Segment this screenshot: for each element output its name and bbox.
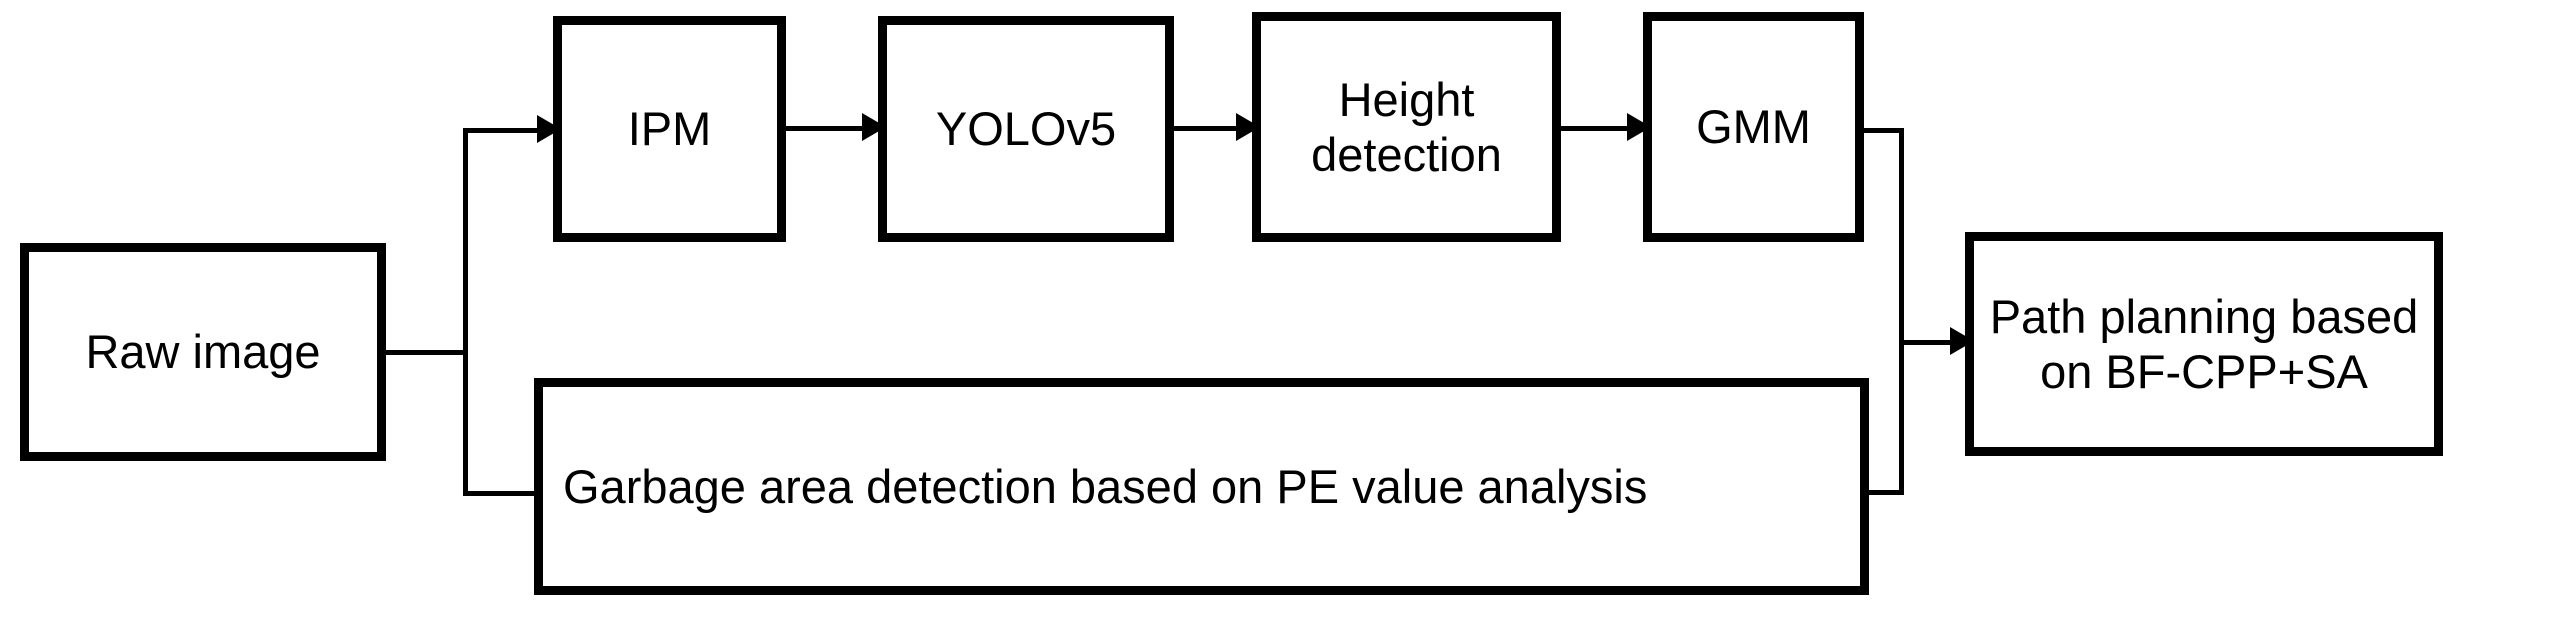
node-gmm-label: GMM	[1696, 100, 1811, 154]
edge-raw-image-to-garbage-area	[463, 491, 561, 496]
node-path-planning-label: Path planning based on BF-CPP+SA	[1989, 289, 2419, 398]
node-garbage-area-detection-label: Garbage area detection based on PE value…	[563, 459, 1648, 513]
node-ipm-label: IPM	[627, 102, 712, 156]
node-garbage-area-detection[interactable]: Garbage area detection based on PE value…	[534, 378, 1869, 595]
edge-ipm-to-yolov5	[786, 126, 896, 131]
node-path-planning[interactable]: Path planning based on BF-CPP+SA	[1965, 232, 2443, 456]
edge-gmm-output	[1864, 128, 1904, 133]
edge-raw-image-to-ipm	[463, 128, 561, 133]
edge-garbage-area-output	[1869, 490, 1904, 495]
node-yolov5[interactable]: YOLOv5	[878, 16, 1174, 242]
node-raw-image[interactable]: Raw image	[20, 243, 386, 461]
node-raw-image-label: Raw image	[85, 325, 321, 379]
edge-raw-image-branch-stem	[463, 130, 468, 495]
node-yolov5-label: YOLOv5	[935, 102, 1117, 156]
node-gmm[interactable]: GMM	[1643, 12, 1864, 242]
edge-merge-rail	[1899, 128, 1904, 493]
edge-height-detection-to-gmm	[1561, 126, 1661, 131]
edge-raw-image-output	[386, 350, 468, 355]
edge-merge-to-path-planning	[1899, 340, 1983, 345]
node-height-detection-label: Height detection	[1311, 72, 1502, 181]
node-height-detection[interactable]: Height detection	[1252, 12, 1561, 242]
node-ipm[interactable]: IPM	[553, 16, 786, 242]
edge-yolov5-to-height-detection	[1174, 126, 1270, 131]
